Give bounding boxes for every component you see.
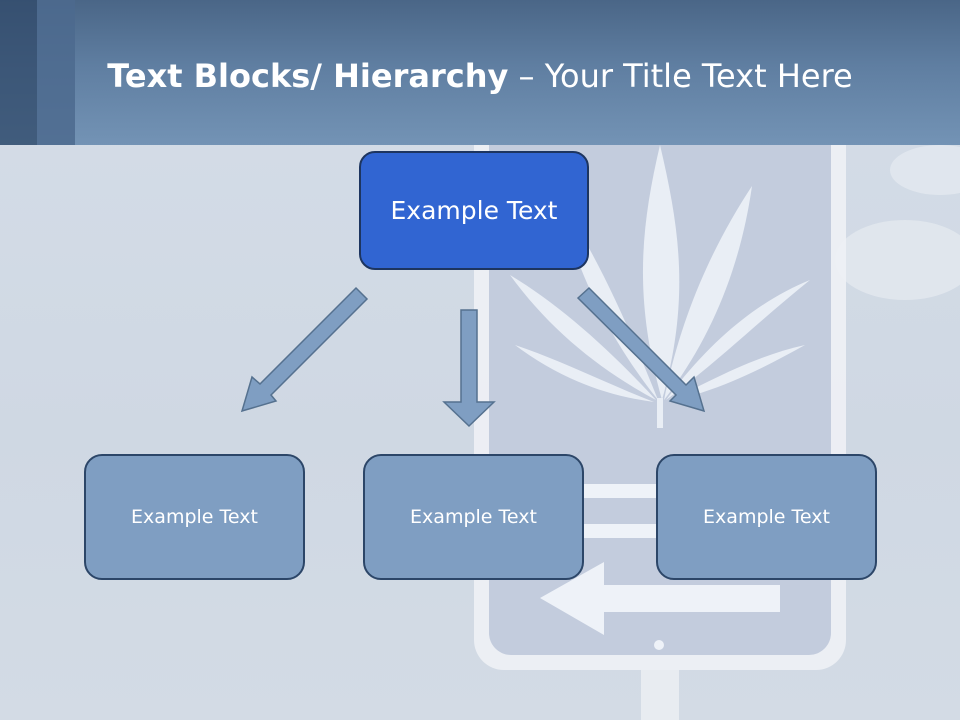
sign-post: [641, 670, 679, 720]
child-box-right: Example Text: [656, 454, 877, 580]
arrow-center: [442, 309, 496, 428]
root-box-label: Example Text: [390, 196, 558, 225]
child-box-label: Example Text: [131, 506, 258, 528]
sign-bar: [580, 524, 660, 538]
sign-left-arrow-icon: [540, 562, 780, 635]
child-box-center: Example Text: [363, 454, 584, 580]
child-box-label: Example Text: [703, 506, 830, 528]
title-bold: Text Blocks/ Hierarchy: [107, 57, 509, 95]
header-bar: Text Blocks/ Hierarchy – Your Title Text…: [0, 0, 960, 145]
arrow-right: [576, 286, 706, 413]
title-rest: – Your Title Text Here: [508, 57, 853, 95]
sign-bolt: [654, 640, 664, 650]
slide-title: Text Blocks/ Hierarchy – Your Title Text…: [0, 56, 960, 96]
child-box-label: Example Text: [410, 506, 537, 528]
arrow-left: [240, 286, 369, 413]
sign-bar: [580, 484, 660, 498]
header-accent-stripe: [37, 0, 75, 145]
header-accent-stripe: [0, 0, 37, 145]
root-box: Example Text: [359, 151, 589, 270]
child-box-left: Example Text: [84, 454, 305, 580]
